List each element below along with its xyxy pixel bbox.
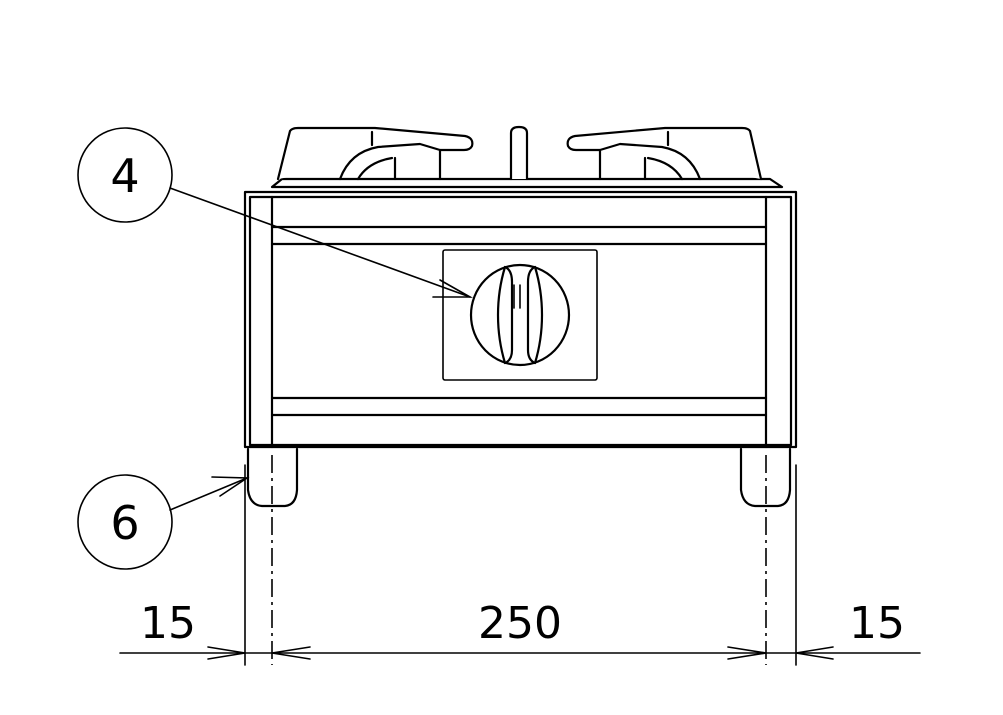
dimension-left-label: 15 [140, 598, 196, 649]
left-foot [246, 447, 299, 508]
control-panel [442, 249, 598, 381]
foot-centerlines [271, 455, 767, 665]
extension-lines [244, 464, 797, 666]
callout-knob-number: 4 [110, 149, 139, 203]
top-burner-assembly [270, 125, 784, 189]
right-foot [739, 447, 792, 508]
dimension-right-label: 15 [849, 598, 905, 649]
dimension-line [119, 646, 921, 660]
callout-foot-number: 6 [110, 496, 139, 550]
callout-foot [77, 474, 250, 570]
right-grate [566, 126, 763, 181]
center-igniter [509, 125, 529, 181]
dimension-center-label: 250 [478, 598, 562, 649]
feet [246, 447, 792, 508]
callout-knob [77, 127, 474, 298]
stove-body [243, 190, 798, 449]
left-grate [276, 126, 474, 181]
control-knob [469, 263, 571, 367]
